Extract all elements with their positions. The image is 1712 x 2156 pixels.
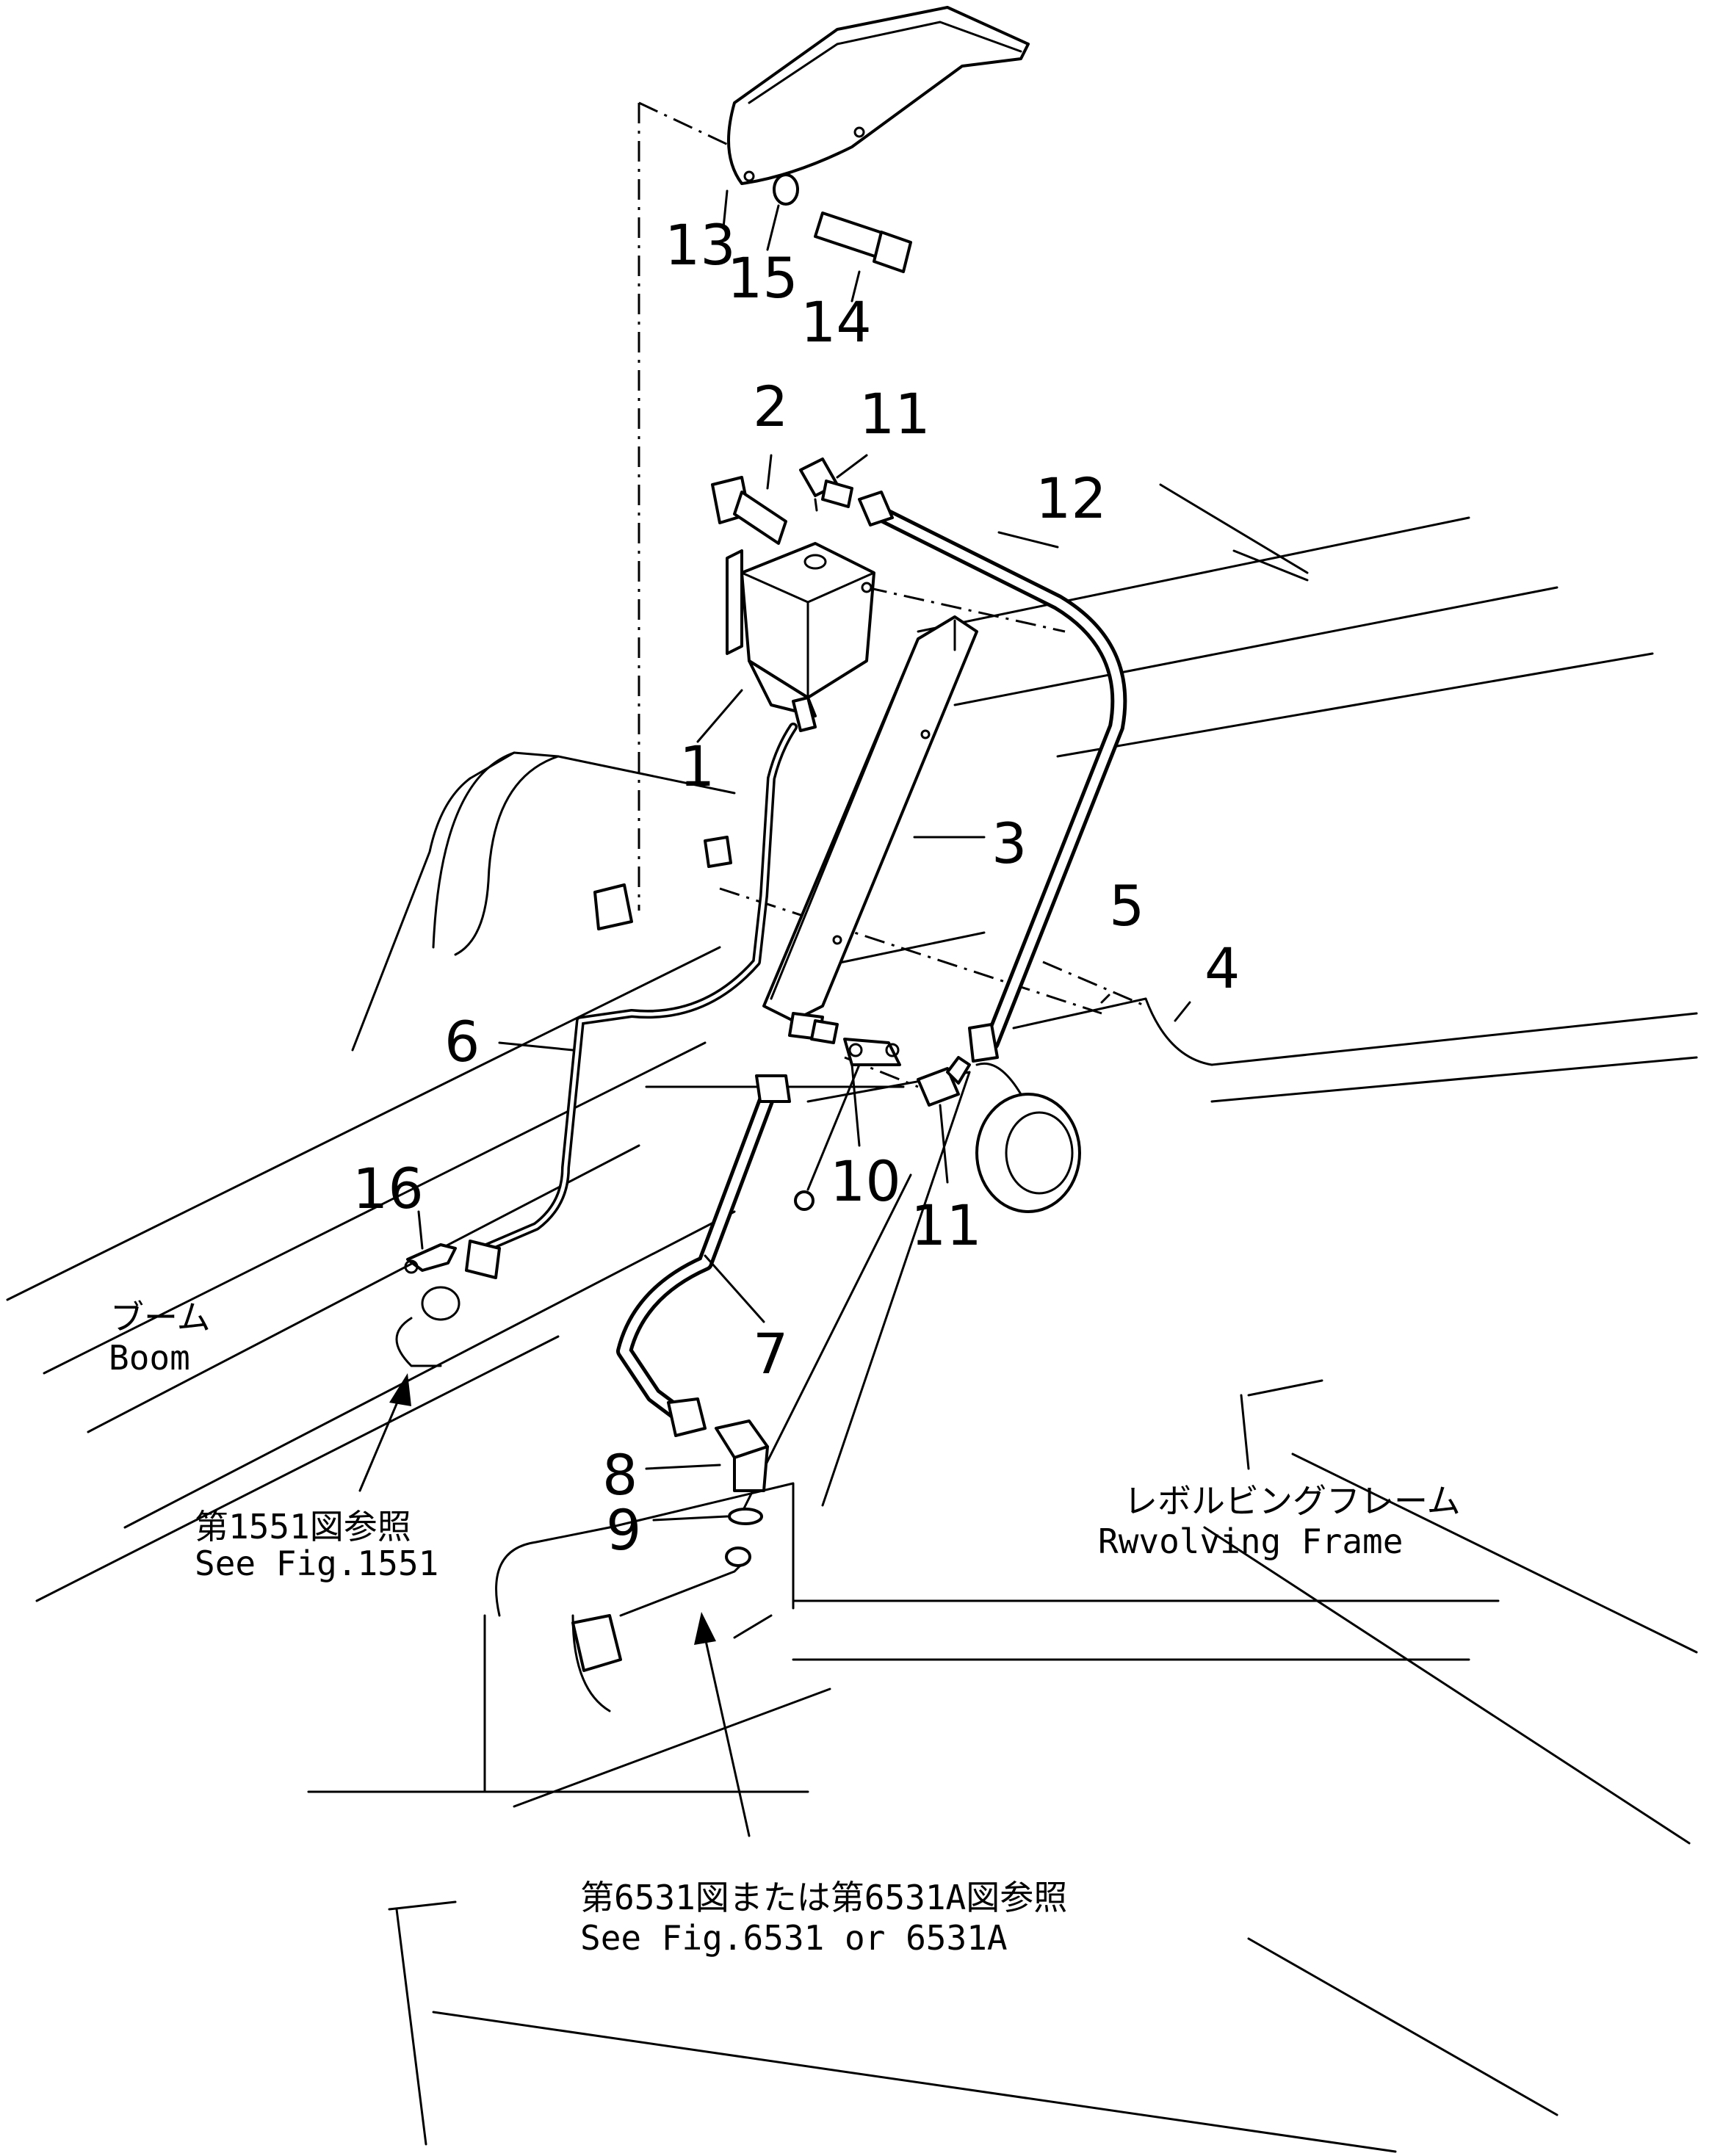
clip-mount-icon	[395, 1286, 460, 1367]
mount-block-icon	[571, 1547, 751, 1672]
elbow-fitting-icon	[917, 1056, 971, 1107]
elbow-fitting-icon	[788, 1012, 839, 1044]
mount-block-icon	[593, 836, 732, 930]
part-label-11-lower: 11	[911, 1193, 982, 1258]
part-label-6: 6	[444, 1009, 480, 1074]
part-label-3: 3	[992, 811, 1027, 876]
part-label-10: 10	[830, 1148, 901, 1214]
hose-icon	[616, 1074, 791, 1437]
part-label-4: 4	[1204, 936, 1240, 1001]
clip-icon	[404, 1243, 457, 1274]
hose-icon	[858, 491, 1127, 1063]
boom-label-jp: ブーム	[110, 1298, 211, 1337]
part-label-1: 1	[679, 734, 715, 799]
o-ring-icon	[728, 1508, 763, 1525]
grease-fitting-icon	[794, 1038, 901, 1211]
part-label-14: 14	[801, 289, 872, 355]
wire-harness-icon	[480, 723, 798, 1253]
bolt-icon	[711, 476, 787, 545]
valve-block-icon	[726, 542, 875, 732]
boom-outline	[6, 751, 905, 1602]
elbow-fitting-icon	[799, 457, 853, 512]
ref-6531-en: See Fig.6531 or 6531A	[580, 1918, 1008, 1958]
bolt-icon	[814, 211, 912, 273]
part-label-5: 5	[1109, 873, 1144, 938]
boom-label-en: Boom	[109, 1338, 190, 1378]
boom-pivot	[975, 1062, 1081, 1213]
revolving-frame-outline	[307, 483, 1698, 2153]
leader-lines	[417, 189, 1191, 1522]
part-label-16: 16	[353, 1156, 424, 1221]
cover-plate-icon	[727, 6, 1030, 185]
part-label-11-upper: 11	[859, 381, 931, 446]
part-label-15: 15	[727, 245, 798, 311]
part-label-9: 9	[606, 1497, 641, 1563]
washer-icon	[773, 173, 799, 206]
ref-1551-en: See Fig.1551	[195, 1544, 438, 1583]
ref-6531-jp: 第6531図または第6531A図参照	[580, 1878, 1067, 1917]
elbow-fitting-icon	[715, 1419, 769, 1492]
callouts: ブーム Boom レボルビングフレーム Rwvolving Frame 第155…	[109, 1298, 1461, 1958]
bracket-icon	[762, 615, 978, 1022]
frame-label-jp: レボルビングフレーム	[1124, 1481, 1461, 1521]
connector-icon	[465, 1240, 501, 1279]
frame-label-en: Rwvolving Frame	[1098, 1522, 1403, 1561]
part-label-8: 8	[602, 1442, 638, 1508]
arrow-1551-icon	[358, 1373, 411, 1492]
part-label-2: 2	[753, 374, 788, 439]
part-label-7: 7	[753, 1321, 788, 1386]
part-label-12: 12	[1036, 466, 1107, 531]
arrow-6531-icon	[694, 1612, 751, 1837]
ref-1551-jp: 第1551図参照	[195, 1507, 411, 1547]
part-labels: 13 15 14 2 11 12 1 3 5 4 6 10 11 16 7 8 …	[353, 212, 1240, 1563]
part-label-13: 13	[665, 212, 736, 278]
